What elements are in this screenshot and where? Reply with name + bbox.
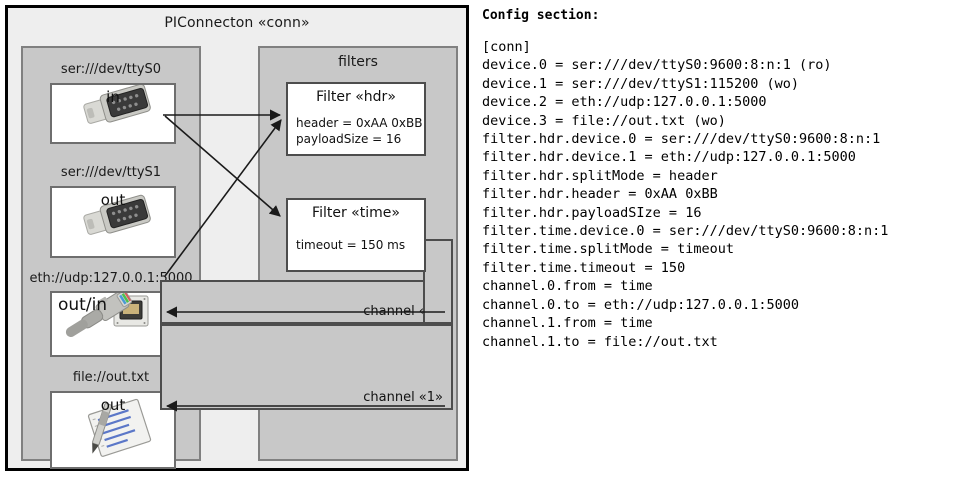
config-line: device.2 = eth://udp:127.0.0.1:5000 — [482, 94, 767, 111]
diagram-title: PIConnecton «conn» — [164, 15, 310, 31]
connector-diagram: PIConnecton «conn» ser:///dev/ttyS0 in — [5, 5, 469, 471]
config-line: filter.time.timeout = 150 — [482, 259, 686, 276]
device-direction-eth: out/in — [58, 295, 108, 315]
device-box-ttys1[interactable]: out — [50, 186, 176, 258]
config-line: filter.hdr.device.1 = eth://udp:127.0.0.… — [482, 149, 856, 166]
config-line: filter.hdr.payloadSIze = 16 — [482, 204, 702, 221]
config-line: filter.hdr.splitMode = header — [482, 167, 718, 184]
serial-db9-icon — [52, 85, 174, 142]
device-direction-ttys0: in — [106, 88, 120, 106]
config-line: device.3 = file://out.txt (wo) — [482, 112, 726, 129]
filter-prop-hdr-header: header = 0xAA 0xBB — [296, 116, 423, 130]
filter-prop-hdr-payloadsize: payloadSize = 16 — [296, 132, 402, 146]
ethernet-rj45-icon — [52, 293, 174, 355]
filter-prop-time-timeout: timeout = 150 ms — [296, 238, 406, 252]
config-line: filter.hdr.header = 0xAA 0xBB — [482, 186, 718, 203]
device-caption-eth: eth://udp:127.0.0.1:5000 — [29, 271, 193, 286]
filter-title-hdr: Filter «hdr» — [316, 89, 396, 105]
config-lines: [conn] device.0 = ser:///dev/ttyS0:9600:8… — [482, 38, 952, 351]
device-caption-file: file://out.txt — [72, 370, 150, 385]
device-direction-file: out — [100, 396, 126, 414]
device-caption-ttys0: ser:///dev/ttyS0 — [60, 62, 162, 77]
config-line: filter.hdr.device.0 = ser:///dev/ttyS0:9… — [482, 131, 881, 148]
config-section: Config section: [conn] device.0 = ser:///… — [482, 8, 952, 351]
filter-box-hdr[interactable]: Filter «hdr» header = 0xAA 0xBB payloadS… — [286, 82, 426, 156]
text-file-pen-icon — [52, 393, 174, 467]
filter-box-time[interactable]: Filter «time» timeout = 150 ms — [286, 198, 426, 272]
config-line: device.0 = ser:///dev/ttyS0:9600:8:n:1 (… — [482, 57, 832, 74]
config-heading: Config section: — [482, 8, 600, 23]
channel-box-0-body[interactable]: channel «0» — [160, 280, 453, 324]
channel-box-0[interactable] — [423, 239, 453, 324]
device-box-file[interactable]: out — [50, 391, 176, 469]
channel-label-1: channel «1» — [363, 390, 443, 405]
filter-title-time: Filter «time» — [312, 205, 400, 221]
config-line: channel.1.to = file://out.txt — [482, 333, 718, 350]
channel-box-1[interactable]: channel «1» — [160, 324, 453, 410]
filters-panel-title: filters — [338, 54, 378, 70]
filters-panel: filters Filter «hdr» header = 0xAA 0xBB … — [160, 46, 458, 461]
config-line: filter.time.splitMode = timeout — [482, 241, 734, 258]
device-box-eth[interactable]: out/in — [50, 291, 176, 357]
config-line: filter.time.device.0 = ser:///dev/ttyS0:… — [482, 223, 889, 240]
config-line: device.1 = ser:///dev/ttyS1:115200 (wo) — [482, 75, 799, 92]
config-line: channel.0.from = time — [482, 278, 653, 295]
device-box-ttys0[interactable]: in — [50, 83, 176, 144]
config-line: channel.1.from = time — [482, 315, 653, 332]
config-line: [conn] — [482, 39, 531, 55]
serial-db9-icon — [52, 188, 174, 256]
device-direction-ttys1: out — [100, 191, 126, 209]
config-line: channel.0.to = eth://udp:127.0.0.1:5000 — [482, 296, 799, 313]
device-caption-ttys1: ser:///dev/ttyS1 — [60, 165, 162, 180]
